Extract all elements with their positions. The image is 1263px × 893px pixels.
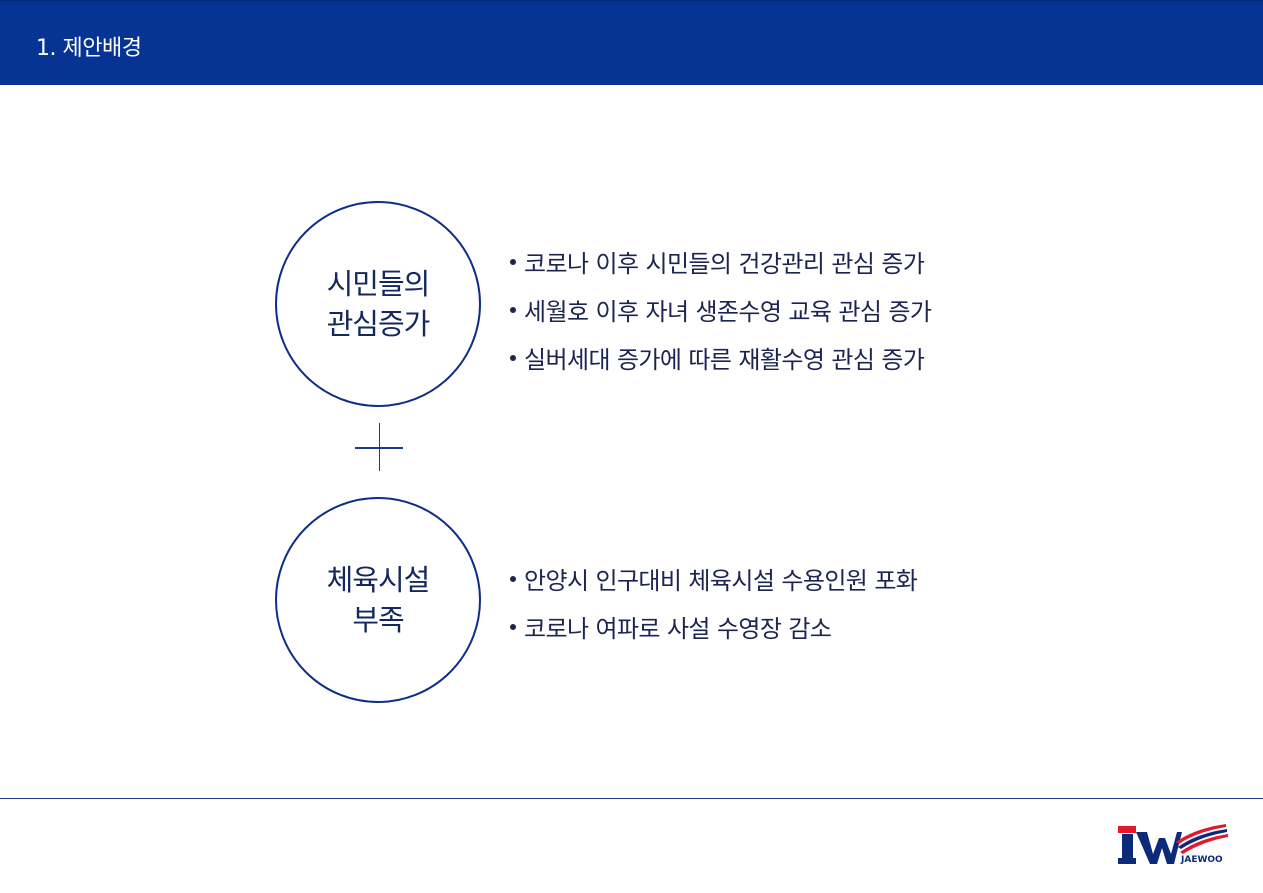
list-item-text: 안양시 인구대비 체육시설 수용인원 포화 — [524, 567, 918, 595]
bullet-dot-icon — [510, 307, 516, 313]
list-item-text: 세월호 이후 자녀 생존수영 교육 관심 증가 — [524, 298, 932, 326]
plus-vertical-stroke — [378, 423, 380, 471]
list-item: 세월호 이후 자녀 생존수영 교육 관심 증가 — [510, 288, 932, 336]
bullet-dot-icon — [510, 355, 516, 361]
logo-wordmark: JAEWOO — [1181, 855, 1223, 865]
circle-label-line: 시민들의 — [326, 267, 431, 301]
page-title: 1. 제안배경 — [36, 36, 142, 61]
topic-circle-interest: 시민들의 관심증가 — [275, 201, 481, 407]
circle-label-line: 관심증가 — [326, 307, 431, 341]
bullet-dot-icon — [510, 576, 516, 582]
plus-icon — [355, 423, 403, 471]
list-item-text: 실버세대 증가에 따른 재활수영 관심 증가 — [524, 346, 925, 374]
list-item: 안양시 인구대비 체육시설 수용인원 포화 — [510, 557, 918, 605]
footer-divider — [0, 798, 1263, 799]
list-item: 코로나 여파로 사설 수영장 감소 — [510, 605, 917, 653]
bullet-dot-icon — [510, 259, 516, 265]
circle-label-line: 부족 — [352, 603, 404, 637]
list-item: 실버세대 증가에 따른 재활수영 관심 증가 — [510, 336, 931, 384]
bullet-list-facilities: 안양시 인구대비 체육시설 수용인원 포화 코로나 여파로 사설 수영장 감소 — [510, 557, 918, 653]
header-bar: 1. 제안배경 — [0, 0, 1263, 85]
bullet-list-interest: 코로나 이후 시민들의 건강관리 관심 증가 세월호 이후 자녀 생존수영 교육… — [510, 240, 932, 384]
circle-label-line: 체육시설 — [326, 563, 431, 597]
topic-circle-facilities: 체육시설 부족 — [275, 497, 481, 703]
list-item-text: 코로나 여파로 사설 수영장 감소 — [524, 615, 832, 643]
jaewoo-logo-icon — [1118, 824, 1228, 864]
list-item: 코로나 이후 시민들의 건강관리 관심 증가 — [510, 240, 931, 288]
bullet-dot-icon — [510, 624, 516, 630]
list-item-text: 코로나 이후 시민들의 건강관리 관심 증가 — [524, 250, 925, 278]
